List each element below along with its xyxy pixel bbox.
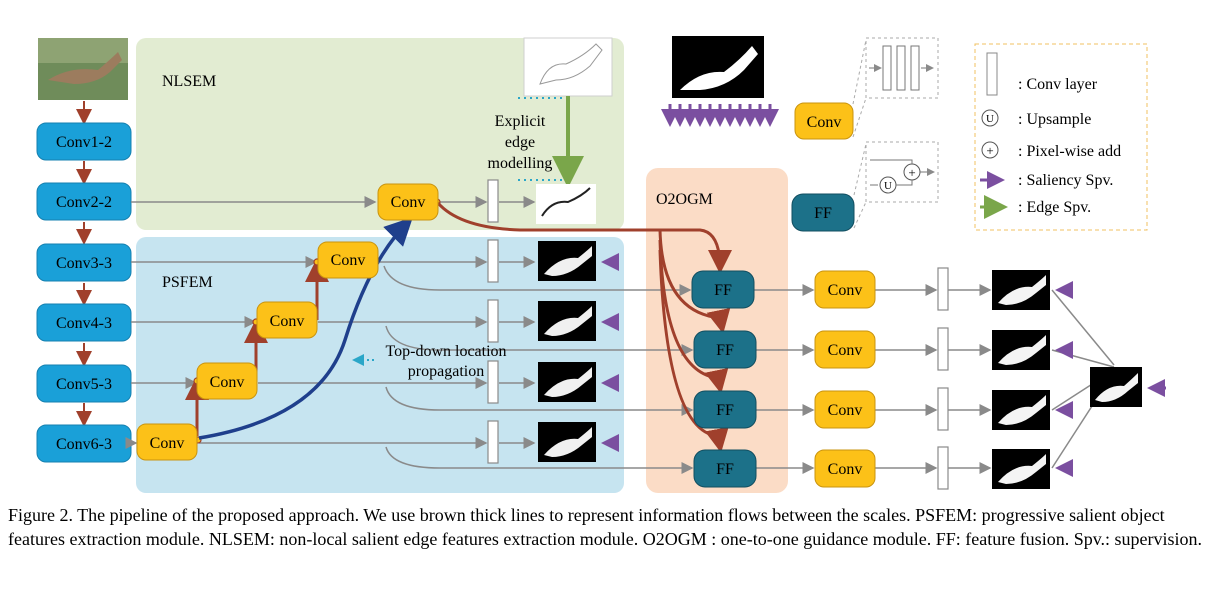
svg-text:Conv: Conv: [828, 342, 863, 359]
edge-ground-truth-image: [523, 37, 613, 97]
output-conv-1: Conv: [814, 270, 876, 309]
svg-text:FF: FF: [716, 402, 734, 419]
ff-detail: FF U +: [791, 141, 939, 232]
backbone-conv2-2: Conv2-2: [36, 182, 132, 221]
nlsem-region: [136, 38, 624, 230]
conv-layers: [487, 179, 949, 490]
lateral-connections: [125, 196, 1115, 474]
backbone-conv5-3: Conv5-3: [36, 364, 132, 403]
output-conv-3: Conv: [814, 390, 876, 429]
nlsem-label: NLSEM: [162, 73, 216, 90]
backbone-conv6-3: Conv6-3: [36, 424, 132, 463]
svg-text:Conv: Conv: [391, 194, 426, 211]
nlsem-conv: Conv: [377, 183, 439, 221]
ff-1: FF: [691, 270, 755, 309]
svg-text:FF: FF: [716, 461, 734, 478]
svg-text:Conv2-2: Conv2-2: [56, 194, 112, 211]
svg-text:FF: FF: [716, 342, 734, 359]
saliency-ground-truth-image: [672, 36, 764, 98]
svg-text:: Pixel-wise add: : Pixel-wise add: [1018, 143, 1121, 160]
psfem-label: PSFEM: [162, 274, 213, 291]
svg-text:: Saliency Spv.: : Saliency Spv.: [1018, 172, 1113, 189]
guidance-flows: [436, 201, 732, 453]
svg-text:Conv: Conv: [270, 313, 305, 330]
psfem-region: [136, 237, 624, 493]
input-kangaroo-image: [38, 38, 128, 100]
svg-text:Conv: Conv: [210, 374, 245, 391]
svg-text:+: +: [986, 143, 993, 158]
svg-text:Conv5-3: Conv5-3: [56, 376, 112, 393]
svg-text:U: U: [986, 113, 994, 125]
backbone-conv1-2: Conv1-2: [36, 122, 132, 161]
o2ogm-label: O2OGM: [656, 191, 713, 208]
svg-text:Conv6-3: Conv6-3: [56, 436, 112, 453]
legend: : Conv layer U : Upsample + : Pixel-wise…: [974, 43, 1148, 231]
ff-2: FF: [693, 330, 757, 369]
svg-text:Conv3-3: Conv3-3: [56, 255, 112, 272]
top-down-path: [198, 217, 413, 440]
svg-text:FF: FF: [714, 282, 732, 299]
svg-text:FF: FF: [814, 205, 832, 222]
svg-text:Conv: Conv: [807, 114, 842, 131]
output-conv-2: Conv: [814, 330, 876, 369]
side-output-silhouettes: [998, 275, 1138, 484]
svg-text:Conv: Conv: [828, 461, 863, 478]
edge-prediction-image: [536, 184, 596, 224]
psfem-saliency-spv: [601, 253, 619, 452]
psfem-conv-6: Conv: [136, 423, 198, 461]
svg-text:Conv4-3: Conv4-3: [56, 315, 112, 332]
svg-text:+: +: [908, 165, 915, 180]
output-saliency-spv: [1055, 281, 1166, 477]
svg-text:U: U: [884, 180, 892, 192]
ff-3: FF: [693, 390, 757, 429]
psfem-conv-3: Conv: [317, 241, 379, 279]
conv-detail: Conv: [794, 37, 939, 140]
svg-text:Conv: Conv: [150, 435, 185, 452]
svg-text:Conv: Conv: [828, 282, 863, 299]
svg-text:: Conv layer: : Conv layer: [1018, 76, 1098, 93]
psfem-prediction-silhouettes: [544, 246, 592, 457]
svg-text:: Edge Spv.: : Edge Spv.: [1018, 199, 1091, 216]
svg-text:: Upsample: : Upsample: [1018, 111, 1091, 128]
output-conv-4: Conv: [814, 449, 876, 488]
backbone-conv3-3: Conv3-3: [36, 243, 132, 282]
svg-text:Conv: Conv: [331, 252, 366, 269]
backbone-conv4-3: Conv4-3: [36, 303, 132, 342]
svg-text:Conv1-2: Conv1-2: [56, 134, 112, 151]
psfem-conv-5: Conv: [196, 362, 258, 400]
saliency-supervision-arrows: [661, 104, 779, 127]
ff-4: FF: [693, 449, 757, 488]
psfem-conv-4: Conv: [256, 301, 318, 339]
svg-text:Conv: Conv: [828, 402, 863, 419]
figure-caption: Figure 2. The pipeline of the proposed a…: [8, 505, 1203, 549]
